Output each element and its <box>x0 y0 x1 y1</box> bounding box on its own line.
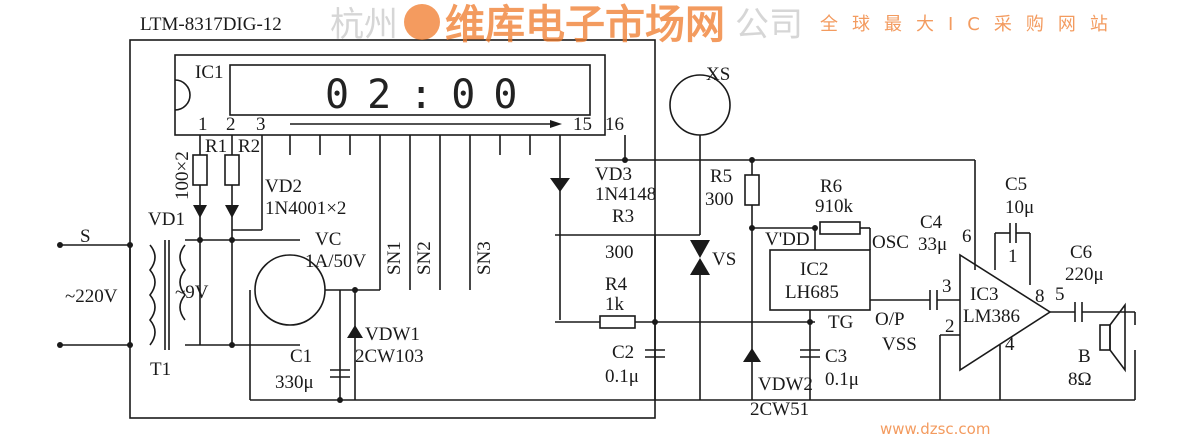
svg-text:VD1: VD1 <box>148 209 185 230</box>
svg-text:IC3: IC3 <box>970 284 999 305</box>
svg-text:C1: C1 <box>290 346 312 367</box>
svg-text:O/P: O/P <box>875 309 905 330</box>
svg-text:R1: R1 <box>205 136 227 157</box>
svg-text:VDW1: VDW1 <box>365 324 420 345</box>
svg-text:SN2: SN2 <box>414 241 435 275</box>
svg-text:SN3: SN3 <box>474 241 495 275</box>
svg-text:OSC: OSC <box>872 232 909 253</box>
svg-text:2CW103: 2CW103 <box>355 346 424 367</box>
svg-text:VS: VS <box>712 249 736 270</box>
svg-text:R5: R5 <box>710 166 732 187</box>
svg-text:TG: TG <box>828 312 854 333</box>
pin-3: 3 <box>256 114 266 135</box>
svg-text:~9V: ~9V <box>175 282 209 303</box>
svg-text:~220V: ~220V <box>65 286 118 307</box>
svg-text:330μ: 330μ <box>275 372 314 393</box>
svg-text:C5: C5 <box>1005 174 1027 195</box>
svg-text:10μ: 10μ <box>1005 197 1034 218</box>
svg-text:R3: R3 <box>612 206 634 227</box>
watermark-url: www.dzsc.com <box>880 420 990 438</box>
watermark-brand: 维库电子市场网 <box>445 2 725 48</box>
svg-text:R4: R4 <box>605 274 628 295</box>
svg-text:1N4148: 1N4148 <box>595 184 656 205</box>
svg-text:C4: C4 <box>920 212 943 233</box>
svg-text:VD3: VD3 <box>595 164 632 185</box>
svg-text:VDW2: VDW2 <box>758 374 813 395</box>
display-ic <box>174 54 606 136</box>
svg-text:33μ: 33μ <box>918 234 947 255</box>
pin-15: 15 <box>573 114 592 135</box>
component-labels: S ~220V T1 ~9V R1 R2 100×2 VD1 VD2 1N400… <box>65 64 1104 420</box>
svg-text:C6: C6 <box>1070 242 1092 263</box>
svg-text:1: 1 <box>1008 246 1018 267</box>
svg-text:300: 300 <box>605 242 634 263</box>
svg-text:910k: 910k <box>815 196 854 217</box>
svg-text:1A/50V: 1A/50V <box>305 251 367 272</box>
svg-text:220μ: 220μ <box>1065 264 1104 285</box>
svg-text:B: B <box>1078 346 1091 367</box>
svg-text:VD2: VD2 <box>265 176 302 197</box>
svg-text:S: S <box>80 226 91 247</box>
svg-text:VC: VC <box>315 229 341 250</box>
svg-text:100×2: 100×2 <box>172 151 193 200</box>
pin-1: 1 <box>198 114 208 135</box>
svg-text:SN1: SN1 <box>384 241 405 275</box>
pin-2: 2 <box>226 114 236 135</box>
module-outline <box>129 39 656 419</box>
watermark-company: 杭州 <box>330 5 398 45</box>
svg-text:4: 4 <box>1005 334 1015 355</box>
svg-text:公司: 公司 <box>735 5 803 45</box>
watermark-logo-icon <box>404 4 440 40</box>
svg-text:8: 8 <box>1035 286 1045 307</box>
svg-text:VSS: VSS <box>882 334 917 355</box>
svg-text:2CW51: 2CW51 <box>750 399 809 420</box>
svg-text:C2: C2 <box>612 342 634 363</box>
svg-text:IC2: IC2 <box>800 259 829 280</box>
svg-text:V'DD: V'DD <box>765 229 810 250</box>
svg-text:1k: 1k <box>605 294 625 315</box>
svg-text:R6: R6 <box>820 176 842 197</box>
svg-text:LM386: LM386 <box>963 306 1020 327</box>
svg-text:300: 300 <box>705 189 734 210</box>
svg-text:C3: C3 <box>825 346 847 367</box>
svg-text:2: 2 <box>945 316 955 337</box>
svg-text:T1: T1 <box>150 359 171 380</box>
ic1-label: IC1 <box>195 62 224 83</box>
pin-16: 16 <box>605 114 624 135</box>
watermark-slogan: 全球最大IC采购网站 <box>820 14 1122 35</box>
svg-text:R2: R2 <box>238 136 260 157</box>
svg-text:LH685: LH685 <box>785 282 839 303</box>
svg-text:3: 3 <box>942 276 952 297</box>
module-label: LTM-8317DIG-12 <box>140 14 282 35</box>
svg-text:0.1μ: 0.1μ <box>825 369 859 390</box>
display-digits: 02:00 <box>325 72 535 118</box>
svg-text:5: 5 <box>1055 284 1065 305</box>
svg-text:6: 6 <box>962 226 972 247</box>
svg-text:XS: XS <box>706 64 730 85</box>
svg-text:0.1μ: 0.1μ <box>605 366 639 387</box>
svg-text:1N4001×2: 1N4001×2 <box>265 198 346 219</box>
svg-text:8Ω: 8Ω <box>1068 369 1092 390</box>
